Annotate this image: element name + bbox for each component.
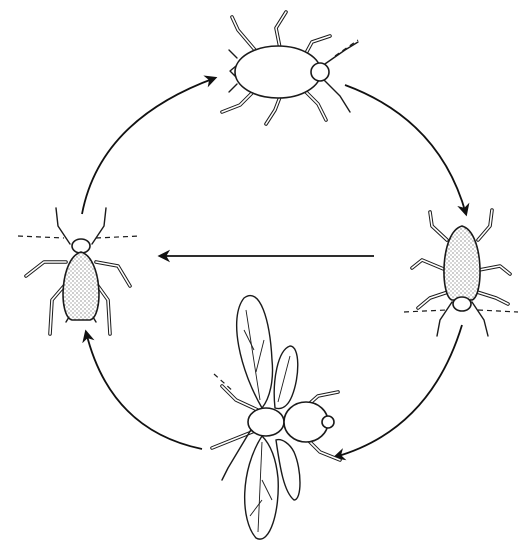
arrow-left-to-top [82,78,215,214]
stage-top-insect [222,12,358,124]
arrow-top-to-right [345,85,466,214]
arrow-bottom-to-left [86,332,202,449]
stage-right-insect [404,210,518,336]
stage-left-insect [18,208,140,334]
stage-bottom-winged-insect [212,296,340,540]
arrow-right-to-bottom [335,325,462,457]
